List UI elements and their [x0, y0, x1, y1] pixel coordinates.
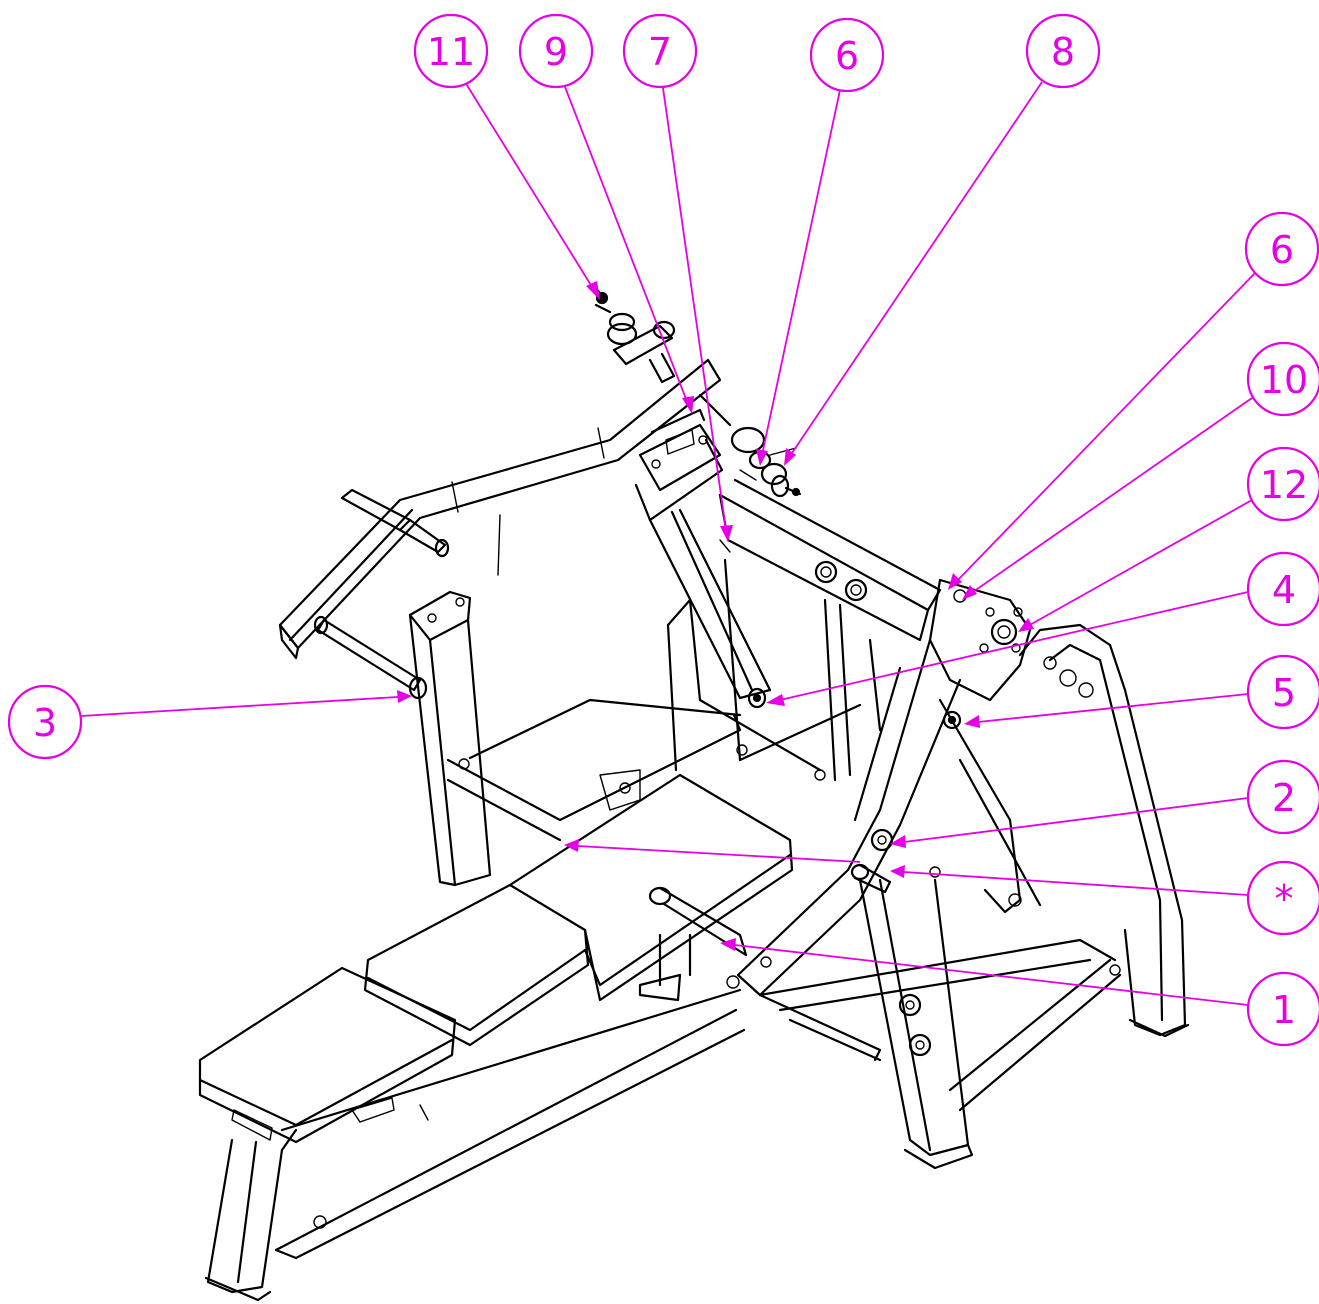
callout-4-circle	[1246, 551, 1319, 627]
callout-6-top-circle	[809, 17, 885, 93]
callout-6-right: 6	[948, 211, 1319, 590]
callout-8: 8	[784, 13, 1101, 466]
backrest-pad-main	[508, 773, 794, 1002]
callout-9: 9	[518, 13, 694, 414]
callout-10: 10	[962, 341, 1319, 600]
callout-star: *	[890, 860, 1319, 936]
top-rear-beam	[718, 478, 942, 642]
right-front-a-frame	[736, 638, 974, 1170]
callout-12-circle	[1246, 446, 1319, 522]
rear-upright-frame	[666, 558, 882, 782]
bench-main-rail	[274, 988, 746, 1260]
left-upright-post	[408, 590, 492, 887]
right-rear-arch-frame	[1018, 623, 1190, 1038]
callout-4: 4	[766, 551, 1319, 706]
callout-5-label: 5	[1272, 671, 1296, 715]
callout-1-label: 1	[1272, 988, 1296, 1032]
callout-7-label: 7	[648, 30, 672, 74]
callout-9-circle	[518, 13, 594, 89]
callout-10-label: 10	[1260, 358, 1308, 402]
callout-3-label: 3	[33, 701, 57, 745]
swing-link-arm	[648, 508, 772, 709]
callout-8-circle	[1025, 13, 1101, 89]
right-base-rails	[758, 698, 1122, 1112]
callout-5-circle	[1246, 654, 1319, 730]
bench-press-machine-drawing	[198, 289, 1190, 1302]
main-lever-arm	[278, 358, 722, 660]
pad-support-frame	[638, 933, 692, 1002]
callout-1-circle	[1246, 971, 1319, 1047]
callout-2-label: 2	[1272, 776, 1296, 820]
callout-3-circle	[7, 684, 83, 760]
callout-8-label: 8	[1051, 30, 1075, 74]
arm-cross-bar	[313, 615, 428, 700]
backrest-pad-middle	[363, 883, 590, 1047]
callout-6-right-circle	[1244, 211, 1319, 287]
callout-6-top-label: 6	[835, 34, 859, 78]
upper-pivot-housing	[634, 408, 724, 522]
seat-pad	[198, 966, 457, 1144]
callout-1: 1	[720, 938, 1319, 1047]
callout-6-top: 6	[756, 17, 885, 466]
callout-10-circle	[1246, 341, 1319, 417]
callout-12: 12	[1018, 446, 1319, 632]
callout-11-label: 11	[427, 30, 475, 74]
callout-4-label: 4	[1272, 568, 1296, 612]
right-bearing-stack	[698, 393, 802, 498]
front-pin-knob	[648, 863, 941, 989]
callout-9-label: 9	[544, 30, 568, 74]
callout-star-label: *	[1275, 877, 1294, 921]
arm-handle-peg	[340, 488, 450, 558]
callout-star-circle	[1246, 860, 1319, 936]
callout-3: 3	[7, 684, 412, 760]
right-pivot-plate	[928, 578, 1032, 702]
callout-7-circle	[622, 13, 698, 89]
callout-5: 5	[964, 654, 1319, 730]
bench-rear-leg	[204, 1128, 298, 1302]
callout-2-circle	[1246, 759, 1319, 835]
callout-6-right-label: 6	[1270, 228, 1294, 272]
callout-11: 11	[413, 13, 600, 300]
left-cross-tubes	[446, 698, 748, 842]
callout-7: 7	[622, 13, 733, 542]
callout-11-circle	[413, 13, 489, 89]
callouts: 11 9 7 6 8	[7, 13, 1319, 1047]
callout-12-label: 12	[1260, 463, 1308, 507]
callout-2: 2	[890, 759, 1319, 848]
top-handle-hub	[594, 289, 676, 384]
backrest-arrow	[564, 839, 861, 863]
